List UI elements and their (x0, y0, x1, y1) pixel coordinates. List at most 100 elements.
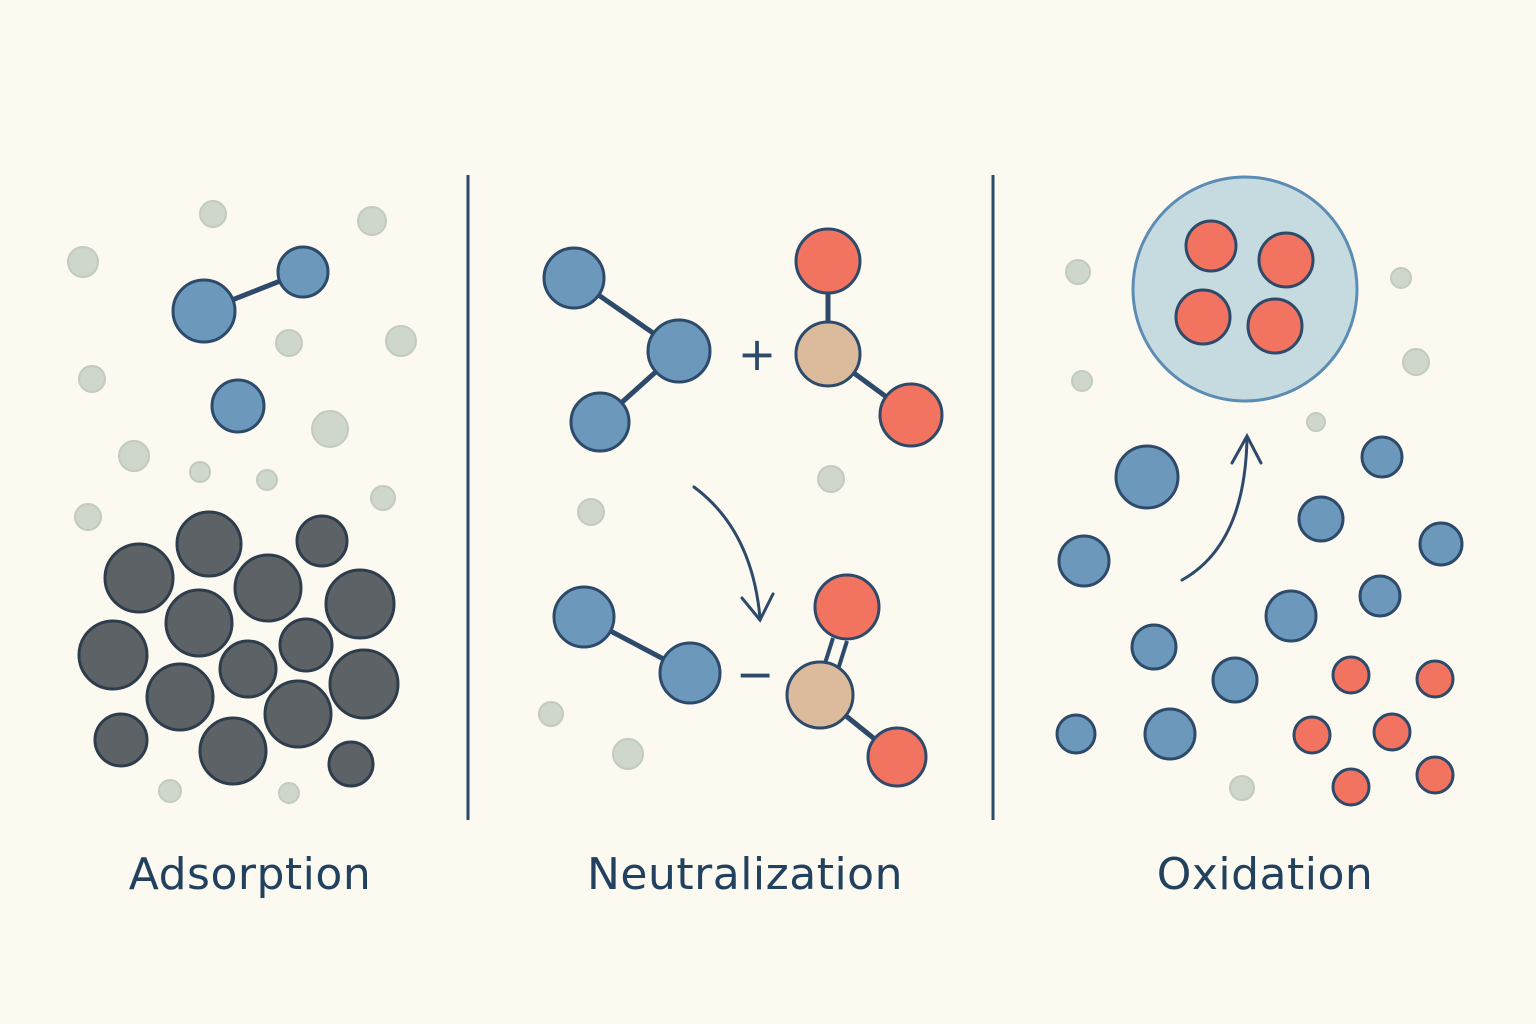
adsorbent-particle (295, 514, 349, 568)
red-atom (1331, 655, 1371, 695)
adsorbent-particle (164, 588, 234, 658)
adsorbent-particle (77, 619, 149, 691)
blue-atom (1358, 574, 1402, 618)
neutralization-panel: + − (538, 227, 944, 788)
panel-label-oxidation: Oxidation (1156, 849, 1374, 900)
blue-atom (552, 585, 616, 649)
adsorbent-particle (263, 679, 333, 749)
adsorbent-particle (324, 568, 396, 640)
product-molecule (552, 573, 928, 788)
adsorption-gray-particles (67, 200, 417, 804)
blue-atom (171, 278, 237, 344)
adsorbent-particle (175, 510, 243, 578)
gray-particle (78, 365, 106, 393)
red-atom (866, 726, 928, 788)
red-atom (1415, 659, 1455, 699)
adsorbent-particle (145, 662, 215, 732)
reactant-acid-molecule (794, 227, 944, 448)
oxidation-panel (1055, 175, 1464, 807)
adsorbent-particle (198, 716, 268, 786)
oxidation-product-bubble (1131, 175, 1359, 403)
gray-particle (612, 738, 644, 770)
gray-particle (1229, 775, 1255, 801)
red-atom (794, 227, 862, 295)
red-atom (1184, 219, 1238, 273)
oxidation-arrow (1180, 432, 1263, 582)
adsorbent-particle (103, 542, 175, 614)
gray-particle (311, 410, 349, 448)
gray-particle (577, 498, 605, 526)
blue-atom (1055, 713, 1097, 755)
panel-label-neutralization: Neutralization (587, 849, 903, 900)
adsorbent-particle (328, 648, 400, 720)
gray-particle (385, 325, 417, 357)
plus-sign: + (738, 327, 777, 381)
tan-atom (794, 320, 862, 388)
gray-particle (817, 465, 845, 493)
oxidizer-atoms (1292, 655, 1455, 807)
gray-particle (370, 485, 396, 511)
gray-particle (1390, 267, 1412, 289)
red-atom (1257, 231, 1315, 289)
gray-particle (357, 206, 387, 236)
gray-particle (1306, 412, 1326, 432)
adsorbent-particle (233, 553, 303, 623)
adsorbent-particle (218, 639, 278, 699)
oxidation-arrow-head (1230, 432, 1263, 465)
blue-atom (646, 318, 712, 384)
adsorbent-particle (327, 740, 375, 788)
reaction-arrow-head (740, 592, 775, 623)
adsorption-blue-molecule (171, 245, 330, 344)
gray-particle (256, 469, 278, 491)
bubble (1131, 175, 1359, 403)
gray-particle (199, 200, 227, 228)
gray-particle (1071, 370, 1093, 392)
red-atom (1292, 715, 1332, 755)
tan-atom (785, 660, 855, 730)
gray-particle (538, 701, 564, 727)
gray-particle (74, 503, 102, 531)
pollutant-atoms (1055, 435, 1464, 761)
blue-atom (1264, 589, 1318, 643)
gray-particle (1402, 348, 1430, 376)
reaction-arrow-curve (692, 485, 762, 620)
red-atom (878, 382, 944, 448)
gray-particle (118, 440, 150, 472)
neutralization-gray-particles (538, 465, 845, 770)
blue-atom (1418, 521, 1464, 567)
adsorption-panel (67, 200, 417, 804)
blue-atom (1297, 495, 1345, 543)
adsorbent-cluster (77, 510, 400, 788)
blue-atom (542, 246, 606, 310)
minus-sign: − (736, 647, 775, 701)
blue-atom (210, 378, 266, 434)
blue-atom (1130, 623, 1178, 671)
adsorbent-particle (278, 617, 334, 673)
red-atom (813, 573, 881, 641)
blue-atom (1143, 707, 1197, 761)
blue-atom (1114, 444, 1180, 510)
gray-particle (278, 782, 300, 804)
gray-particle (275, 329, 303, 357)
oxidation-arrow-curve (1180, 436, 1249, 582)
blue-atom (1057, 534, 1111, 588)
red-atom (1331, 767, 1371, 807)
red-atom (1174, 288, 1232, 346)
oxidation-gray-particles (1065, 259, 1430, 801)
blue-atom (1360, 435, 1404, 479)
reactant-base-molecule (542, 246, 712, 453)
gray-particle (1065, 259, 1091, 285)
panel-label-adsorption: Adsorption (128, 849, 372, 900)
red-atom (1246, 297, 1304, 355)
red-atom (1372, 712, 1412, 752)
gray-particle (189, 461, 211, 483)
blue-atom (1211, 656, 1259, 704)
blue-atom (658, 641, 722, 705)
blue-atom (569, 391, 631, 453)
reaction-arrow (692, 485, 775, 623)
adsorbent-particle (93, 712, 149, 768)
red-atom (1415, 755, 1455, 795)
blue-atom (276, 245, 330, 299)
gray-particle (158, 779, 182, 803)
